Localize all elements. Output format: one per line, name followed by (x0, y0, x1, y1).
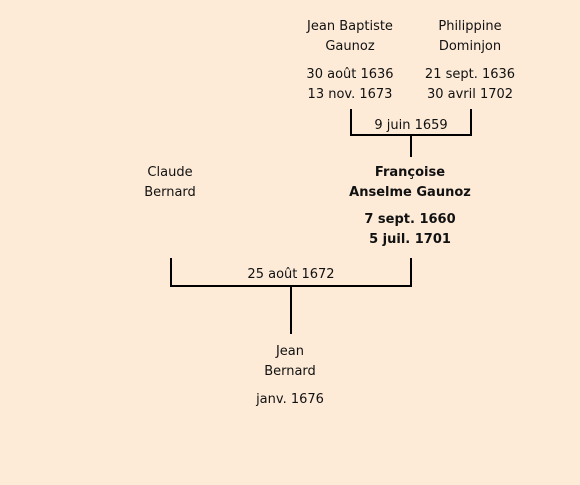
focus-person-name-line1: Françoise (374, 165, 446, 180)
mother-name-line2: Dominjon (438, 39, 502, 54)
mother-birth-date: 21 sept. 1636 (424, 67, 516, 82)
parents-connector-down (410, 136, 412, 157)
mother-name-line1: Philippine (438, 19, 502, 34)
couple-connector-down (290, 287, 292, 334)
couple-connector-left (170, 258, 172, 287)
father-name-line1: Jean Baptiste (307, 19, 393, 34)
couple-connector-right (410, 258, 412, 287)
child-name-line2: Bernard (264, 364, 316, 379)
parents-marriage-date: 9 juin 1659 (374, 118, 448, 133)
father-birth-date: 30 août 1636 (306, 67, 394, 82)
father-death-date: 13 nov. 1673 (307, 87, 393, 102)
child-birth-date: janv. 1676 (256, 392, 324, 407)
husband-name-line2: Bernard (144, 185, 196, 200)
parents-connector-bar (350, 134, 472, 136)
parents-connector-left (350, 109, 352, 136)
couple-connector-bar (170, 285, 412, 287)
father-name-line2: Gaunoz (325, 39, 375, 54)
child-name-line1: Jean (275, 344, 305, 359)
husband-name-line1: Claude (147, 165, 193, 180)
focus-person-death-date: 5 juil. 1701 (369, 232, 451, 247)
focus-person-birth-date: 7 sept. 1660 (364, 212, 456, 227)
focus-person-name-line2: Anselme Gaunoz (349, 185, 471, 200)
mother-death-date: 30 avril 1702 (426, 87, 514, 102)
parents-connector-right (470, 109, 472, 136)
couple-marriage-date: 25 août 1672 (247, 267, 335, 282)
